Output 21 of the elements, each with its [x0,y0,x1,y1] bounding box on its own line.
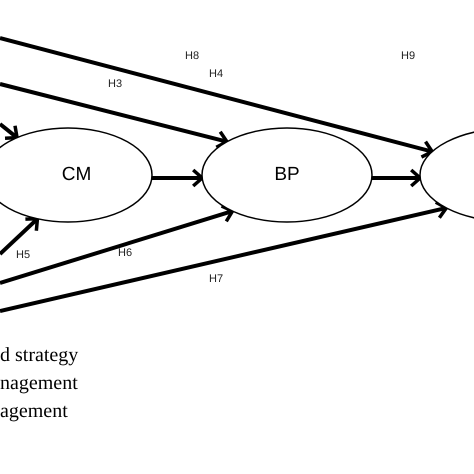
arrow [372,168,422,188]
arrow [0,122,19,140]
hypothesis-label: H4 [209,68,224,81]
hypothesis-label: H9 [401,50,416,63]
hypothesis-label: H8 [185,50,200,63]
legend-text: nagement [0,371,78,395]
node-label: CM [62,162,92,187]
arrow [0,217,40,256]
arrow [0,36,434,159]
legend-text: agement [0,399,68,423]
ellipse-node [201,127,373,223]
arrow [0,82,229,149]
arrow [152,168,204,188]
hypothesis-label: H3 [108,78,122,91]
hypothesis-label: H6 [118,247,132,260]
node-label: BP [274,162,300,187]
arrow [0,204,234,285]
hypothesis-label: H5 [16,249,30,262]
legend-text: d strategy [0,343,78,367]
arrow [0,200,448,313]
hypothesis-label: H7 [209,273,224,286]
